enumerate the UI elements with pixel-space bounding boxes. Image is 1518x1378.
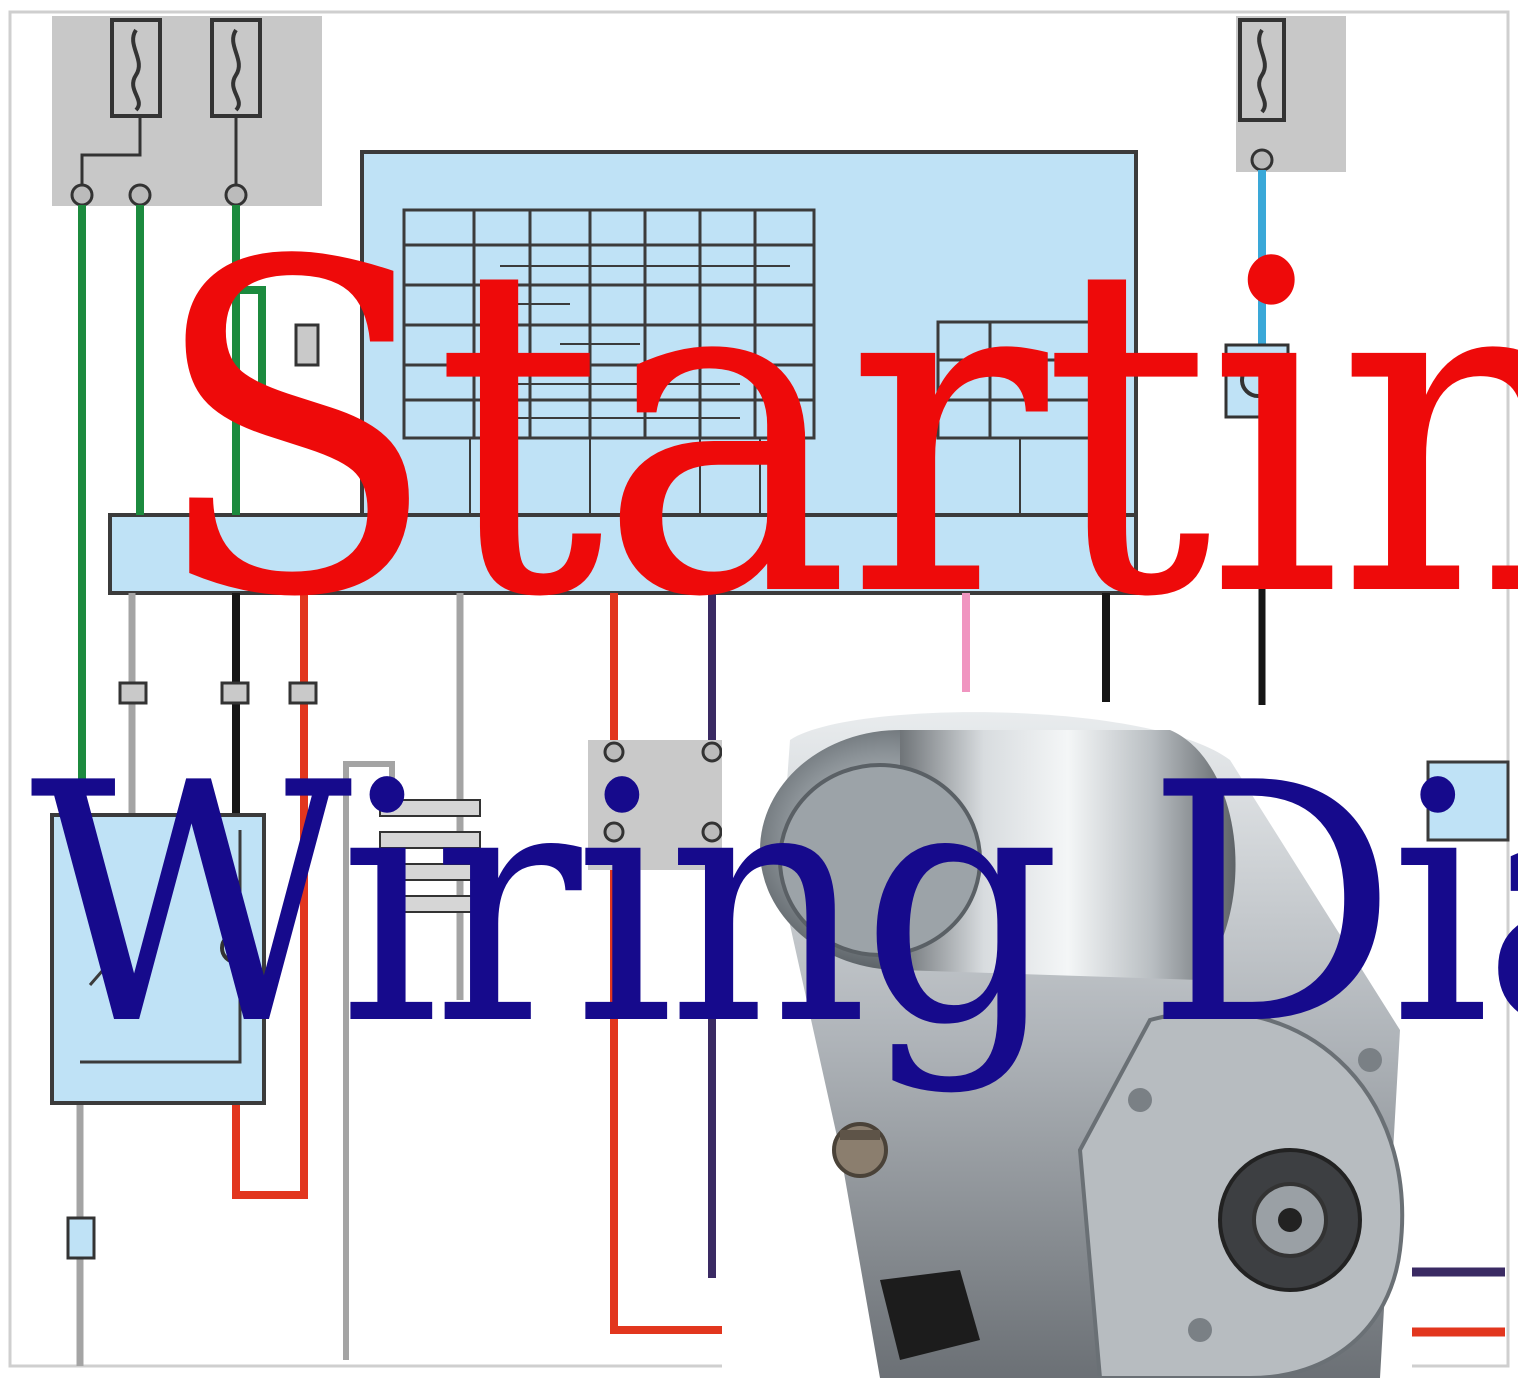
relay-coil <box>220 932 252 964</box>
inline-connectors <box>118 323 1290 705</box>
terminal <box>70 183 94 207</box>
connector-bar <box>108 513 1138 595</box>
wire-gray <box>343 761 395 1360</box>
ground-sensor <box>66 1216 96 1260</box>
title-wiring-diagram: Wiring Diagram <box>30 713 1518 1097</box>
side-component <box>1426 760 1510 842</box>
fuse-bus <box>80 116 142 190</box>
wire-green <box>232 205 266 515</box>
fuse-block <box>52 16 322 206</box>
sensor <box>1240 362 1276 398</box>
starter-motor-photo <box>722 705 1412 1378</box>
wire-red <box>232 593 308 1199</box>
terminal <box>1250 148 1274 172</box>
fuse-1 <box>110 18 162 118</box>
assembly-dividers <box>469 438 1021 515</box>
switch-table-arrows <box>500 265 790 419</box>
fuse-block-right <box>1236 16 1346 172</box>
connector-cluster <box>379 799 481 913</box>
title-starting: Starting <box>150 168 1518 697</box>
terminal <box>128 183 152 207</box>
fuse-3 <box>1238 18 1286 122</box>
switch-table <box>402 208 816 440</box>
starter-relay <box>50 813 266 1105</box>
switch-table-2 <box>936 320 1110 440</box>
